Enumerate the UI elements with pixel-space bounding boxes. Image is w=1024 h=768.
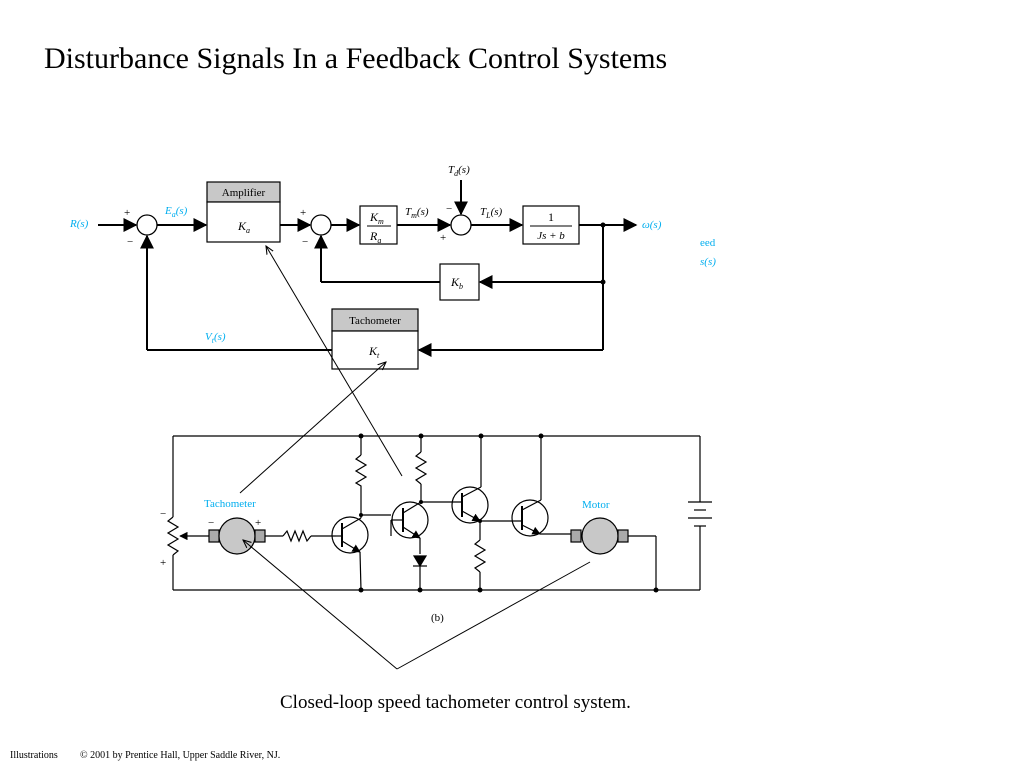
svg-text:−: − [208, 517, 214, 529]
tachometer-block [331, 330, 419, 370]
load-block [522, 205, 580, 245]
amplifier-block [206, 201, 281, 243]
motor-gain-numerator: Km [369, 210, 384, 226]
output-label: ω(s) [642, 219, 662, 231]
resistor-r3 [473, 539, 487, 573]
backemf-block [439, 263, 480, 301]
tach-voltage-label: Vt(s) [205, 331, 226, 345]
input-label: R(s) [69, 218, 89, 230]
svg-text:+: + [300, 207, 306, 219]
block-diagram-labels: R(s) + − Ea(s) Amplifier Ka + − Km Ra Tm… [69, 164, 716, 360]
transistor-q3 [451, 486, 489, 524]
load-torque-label: TL(s) [480, 206, 503, 220]
battery [688, 501, 712, 527]
motor-circuit-label: Motor [582, 499, 610, 511]
tachometer-gain: Kt [368, 344, 380, 360]
load-numerator: 1 [548, 210, 554, 224]
svg-text:+: + [160, 557, 166, 569]
motor-gain-block [359, 205, 398, 245]
svg-text:+: + [255, 517, 261, 529]
summing-junction-3 [450, 214, 472, 236]
svg-text:+: + [440, 232, 446, 244]
disturbance-label: Td(s) [448, 164, 470, 178]
backemf-gain: Kb [450, 275, 463, 291]
svg-text:−: − [127, 236, 133, 248]
summing-junction-2 [310, 214, 332, 236]
amplifier-title: Amplifier [222, 187, 266, 199]
transistor-q4 [511, 499, 549, 537]
copyright-notice: © 2001 by Prentice Hall, Upper Saddle Ri… [80, 750, 281, 761]
motor-gain-denominator: Ra [369, 229, 381, 245]
correspondence-lines [239, 246, 591, 670]
clipped-label-1: eed [700, 237, 716, 249]
tachometer-generator [218, 517, 256, 555]
circuit-labels: Tachometer Motor − + − + (b) [160, 498, 610, 624]
transistor-q1 [331, 516, 369, 554]
summing-junction-1 [136, 214, 158, 236]
resistor-r1 [354, 454, 368, 490]
svg-text:−: − [160, 508, 166, 520]
clipped-label-2: s(s) [700, 256, 716, 268]
circuit-schematic [166, 433, 712, 593]
svg-text:+: + [124, 207, 130, 219]
figure-caption: Closed-loop speed tachometer control sys… [280, 692, 631, 713]
potentiometer [166, 516, 180, 556]
error-label: Ea(s) [164, 205, 188, 219]
slide-title: Disturbance Signals In a Feedback Contro… [44, 42, 668, 75]
amplifier-gain: Ka [237, 219, 250, 235]
tachometer-title: Tachometer [349, 315, 401, 327]
tachometer-circuit-label: Tachometer [204, 498, 256, 510]
svg-text:−: − [446, 203, 452, 215]
motor [581, 517, 619, 555]
motor-torque-label: Tm(s) [405, 206, 429, 220]
load-denominator: Js + b [537, 230, 565, 242]
resistor-r2 [414, 451, 428, 485]
base-resistor [282, 529, 312, 543]
svg-text:−: − [302, 236, 308, 248]
block-diagram [98, 180, 638, 370]
part-label: (b) [431, 612, 444, 624]
footer-left: Illustrations [10, 750, 58, 761]
diode [412, 555, 428, 568]
